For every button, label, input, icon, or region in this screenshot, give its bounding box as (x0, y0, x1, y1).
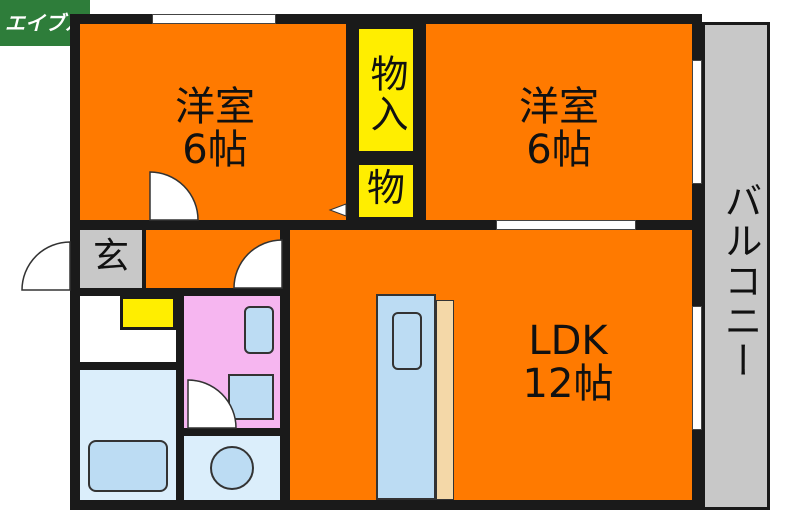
bathtub (88, 440, 168, 492)
kitchen-sink (392, 312, 422, 370)
door-swing-entrance (21, 241, 71, 291)
western-room-right (426, 24, 692, 220)
ldk-label: LDK 12帖 (498, 318, 638, 408)
door-swing-western-left (149, 171, 199, 221)
western-room-left-label: 洋室 6帖 (160, 84, 270, 174)
western-room-left-name: 洋室 (175, 84, 255, 130)
western-room-left (80, 24, 346, 220)
window-interior (496, 220, 636, 230)
western-room-left-size: 6帖 (182, 127, 248, 174)
door-triangle-storage (328, 203, 347, 217)
entrance (80, 230, 142, 288)
door-swing-ldk (233, 239, 283, 289)
window-top-left (152, 14, 276, 24)
window-right-bottom (692, 306, 702, 430)
ldk-name: LDK (528, 318, 608, 364)
ldk-size: 12帖 (522, 361, 614, 408)
western-room-right-name: 洋室 (519, 84, 599, 130)
shoe-box (120, 296, 176, 330)
wash-basin (244, 306, 274, 354)
western-room-right-size: 6帖 (526, 127, 592, 174)
toilet (210, 446, 254, 490)
balcony-label: バルコニー (718, 181, 762, 381)
western-room-right-label: 洋室 6帖 (504, 84, 614, 174)
storage-closet-bottom-label: 物 (366, 166, 405, 210)
kitchen-counter-edge (436, 300, 454, 500)
entrance-label: 玄 (92, 236, 129, 277)
storage-closet-top (356, 26, 416, 154)
balcony (702, 22, 770, 510)
storage-closet-bottom (356, 162, 416, 220)
window-right-top (692, 60, 702, 184)
ldk-room (290, 230, 692, 500)
washing-machine-space (228, 374, 274, 420)
door-swing-washroom (187, 379, 237, 429)
storage-closet-top-label: 物入 (364, 54, 408, 134)
